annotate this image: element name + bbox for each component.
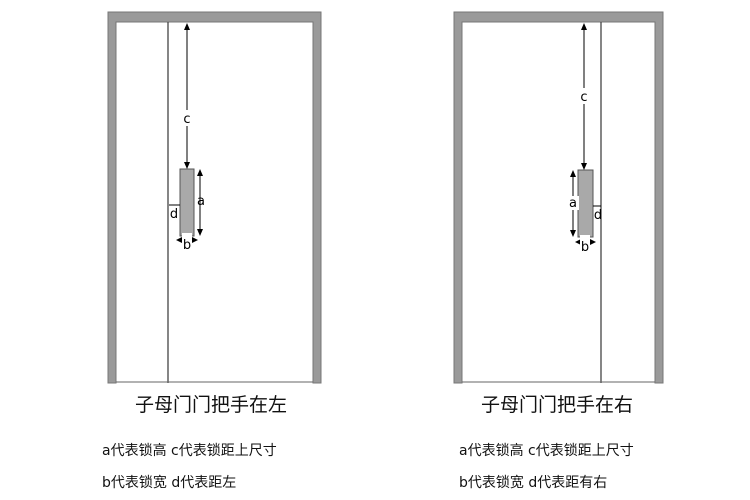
left-label-c: c bbox=[183, 112, 190, 127]
left-dim-c-arrow-bottom bbox=[184, 162, 190, 169]
left-label-b: b bbox=[183, 238, 191, 253]
left-dim-c-arrow-top bbox=[184, 23, 190, 30]
left-lock-handle bbox=[179, 168, 195, 237]
left-door-legend-line1: a代表锁高 c代表锁距上尺寸 bbox=[102, 443, 277, 459]
left-door-caption: 子母门门把手在左 bbox=[135, 394, 288, 416]
right-label-a: a bbox=[569, 196, 577, 211]
left-door-frame bbox=[107, 11, 322, 384]
right-door: c a d b bbox=[453, 11, 664, 384]
right-door-frame bbox=[453, 11, 664, 384]
right-label-b: b bbox=[581, 240, 589, 255]
left-label-a: a bbox=[197, 194, 205, 209]
right-door-caption: 子母门门把手在右 bbox=[481, 394, 634, 416]
left-label-d: d bbox=[170, 207, 178, 222]
right-door-legend-line1: a代表锁高 c代表锁距上尺寸 bbox=[459, 443, 634, 459]
right-label-d: d bbox=[594, 208, 602, 223]
right-door-legend-line2: b代表锁宽 d代表距有右 bbox=[459, 475, 608, 491]
right-label-c: c bbox=[580, 90, 587, 105]
left-door-legend-line2: b代表锁宽 d代表距左 bbox=[102, 475, 237, 491]
right-lock-handle bbox=[577, 169, 594, 238]
left-door: c a d b bbox=[107, 11, 322, 384]
